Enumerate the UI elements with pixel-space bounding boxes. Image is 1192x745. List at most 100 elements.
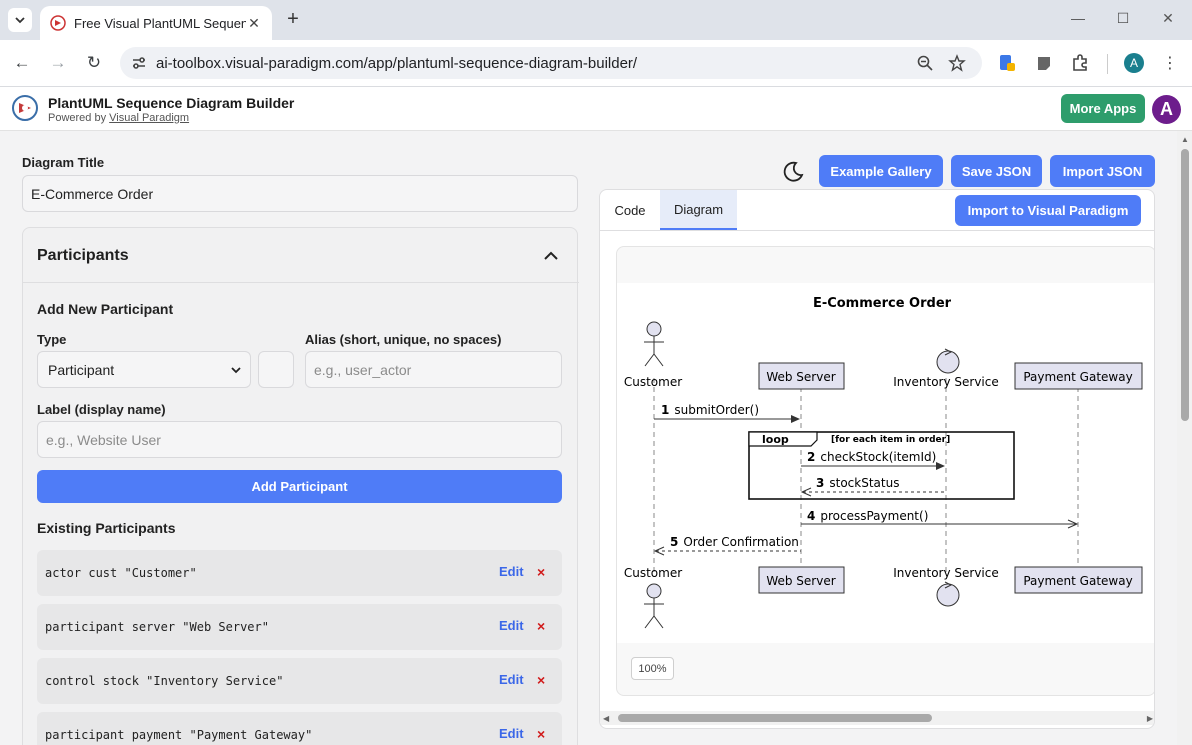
new-tab-button[interactable]: + [282, 9, 304, 31]
reload-icon[interactable]: ↻ [83, 52, 105, 74]
alias-label: Alias (short, unique, no spaces) [305, 332, 501, 347]
actor-customer-bottom [644, 584, 664, 628]
edit-participant-button[interactable]: Edit [499, 672, 524, 687]
diagram-title-input[interactable]: E-Commerce Order [22, 175, 578, 212]
control-icon-bottom [937, 582, 959, 606]
scroll-up-icon[interactable]: ▲ [1181, 135, 1189, 144]
horizontal-scrollbar[interactable]: ◀ ▶ [600, 711, 1155, 725]
type-label: Type [37, 332, 66, 347]
delete-participant-icon[interactable]: × [537, 564, 545, 580]
bookmark-star-icon[interactable] [948, 54, 966, 72]
participant-label-web-server-top: Web Server [766, 370, 835, 384]
visual-paradigm-link[interactable]: Visual Paradigm [109, 112, 189, 124]
browser-menu-icon[interactable]: ⋮ [1162, 53, 1178, 73]
diagram-viewer: Code Diagram Import to Visual Paradigm E… [599, 189, 1155, 729]
delete-participant-icon[interactable]: × [537, 618, 545, 634]
loop-condition: [for each item in order] [831, 435, 950, 445]
message-label-1: 1submitOrder() [661, 403, 759, 417]
diagram-title: E-Commerce Order [813, 296, 952, 311]
page-vertical-scrollbar[interactable]: ▲ [1177, 131, 1192, 745]
profile-avatar[interactable]: A [1124, 53, 1144, 73]
tab-code[interactable]: Code [600, 190, 660, 230]
chevron-up-icon[interactable] [541, 246, 561, 266]
participant-label-customer-top: Customer [624, 375, 682, 389]
tab-title: Free Visual PlantUML Sequence [74, 16, 246, 31]
message-label-2: 2checkStock(itemId) [807, 450, 936, 464]
type-icon-preview [258, 351, 294, 388]
type-select-value: Participant [48, 362, 114, 378]
dark-mode-moon-icon[interactable] [781, 160, 805, 184]
message-label-4: 4processPayment() [807, 509, 928, 523]
participant-label-inventory-bottom: Inventory Service [893, 566, 998, 580]
edit-participant-button[interactable]: Edit [499, 564, 524, 579]
more-apps-button[interactable]: More Apps [1061, 94, 1145, 123]
participant-label-payment-bottom: Payment Gateway [1023, 574, 1132, 588]
horizontal-scroll-thumb[interactable] [618, 714, 932, 722]
app-title: PlantUML Sequence Diagram Builder [48, 95, 294, 111]
save-json-button[interactable]: Save JSON [951, 155, 1042, 187]
powered-by-prefix: Powered by [48, 112, 109, 124]
tab-diagram[interactable]: Diagram [660, 190, 737, 230]
close-window-icon[interactable]: ✕ [1158, 10, 1178, 30]
actor-customer-top [644, 322, 664, 366]
extensions-puzzle-icon[interactable] [1070, 53, 1090, 73]
participant-label-customer-bottom: Customer [624, 566, 682, 580]
message-label-5: 5Order Confirmation [670, 535, 799, 549]
zoom-icon[interactable] [916, 54, 934, 72]
visual-paradigm-logo-icon[interactable] [11, 94, 39, 122]
import-to-visual-paradigm-button[interactable]: Import to Visual Paradigm [955, 195, 1141, 226]
participant-code: actor cust "Customer" [45, 566, 197, 580]
participant-row: participant payment "Payment Gateway" Ed… [37, 712, 562, 745]
extension-note-icon[interactable] [1034, 53, 1054, 73]
participants-header[interactable]: Participants [23, 228, 579, 283]
close-tab-icon[interactable]: ✕ [246, 15, 262, 31]
add-participant-button[interactable]: Add Participant [37, 470, 562, 503]
vertical-scroll-thumb[interactable] [1181, 149, 1189, 421]
alias-input[interactable]: e.g., user_actor [305, 351, 562, 388]
label-label: Label (display name) [37, 402, 166, 417]
user-avatar[interactable]: A [1152, 95, 1181, 124]
scroll-left-icon[interactable]: ◀ [603, 714, 609, 723]
participant-row: participant server "Web Server" Edit × [37, 604, 562, 650]
url-text: ai-toolbox.visual-paradigm.com/app/plant… [156, 55, 637, 72]
powered-by: Powered by Visual Paradigm [48, 112, 189, 124]
visual-paradigm-favicon-icon [50, 15, 66, 31]
participant-label-payment-top: Payment Gateway [1023, 370, 1132, 384]
zoom-level-badge[interactable]: 100% [631, 657, 674, 680]
participant-row: control stock "Inventory Service" Edit × [37, 658, 562, 704]
participant-row: actor cust "Customer" Edit × [37, 550, 562, 596]
forward-arrow-icon[interactable]: → [47, 52, 69, 74]
browser-tab-active[interactable]: Free Visual PlantUML Sequence ✕ [40, 6, 272, 40]
address-bar[interactable]: ai-toolbox.visual-paradigm.com/app/plant… [120, 47, 982, 79]
participant-code: control stock "Inventory Service" [45, 674, 283, 688]
chevron-down-icon [14, 14, 26, 26]
delete-participant-icon[interactable]: × [537, 672, 545, 688]
delete-participant-icon[interactable]: × [537, 726, 545, 742]
toolbar-divider [1107, 54, 1108, 74]
example-gallery-button[interactable]: Example Gallery [819, 155, 943, 187]
chevron-down-icon [230, 364, 242, 376]
participants-title: Participants [37, 247, 129, 265]
existing-participants-title: Existing Participants [37, 520, 175, 536]
extension-translate-icon[interactable] [997, 53, 1017, 73]
site-settings-icon[interactable] [130, 54, 148, 72]
participant-label-inventory-top: Inventory Service [893, 375, 998, 389]
minimize-icon[interactable]: — [1068, 10, 1088, 30]
control-icon-top [937, 349, 959, 373]
scroll-right-icon[interactable]: ▶ [1147, 714, 1153, 723]
tab-search-button[interactable] [8, 8, 32, 32]
type-select[interactable]: Participant [37, 351, 251, 388]
diagram-canvas[interactable]: E-Commerce Order Customer Web Server I [616, 246, 1155, 696]
diagram-title-label: Diagram Title [22, 155, 104, 170]
participant-label-web-server-bottom: Web Server [766, 574, 835, 588]
edit-participant-button[interactable]: Edit [499, 726, 524, 741]
participant-code: participant server "Web Server" [45, 620, 269, 634]
maximize-icon[interactable]: ☐ [1113, 10, 1133, 30]
sequence-diagram: E-Commerce Order Customer Web Server I [617, 283, 1155, 643]
label-input[interactable]: e.g., Website User [37, 421, 562, 458]
browser-toolbar: ← → ↻ ai-toolbox.visual-paradigm.com/app… [0, 40, 1192, 87]
back-arrow-icon[interactable]: ← [11, 52, 33, 74]
browser-tabbar: Free Visual PlantUML Sequence ✕ + — ☐ ✕ [0, 0, 1192, 40]
import-json-button[interactable]: Import JSON [1050, 155, 1155, 187]
edit-participant-button[interactable]: Edit [499, 618, 524, 633]
